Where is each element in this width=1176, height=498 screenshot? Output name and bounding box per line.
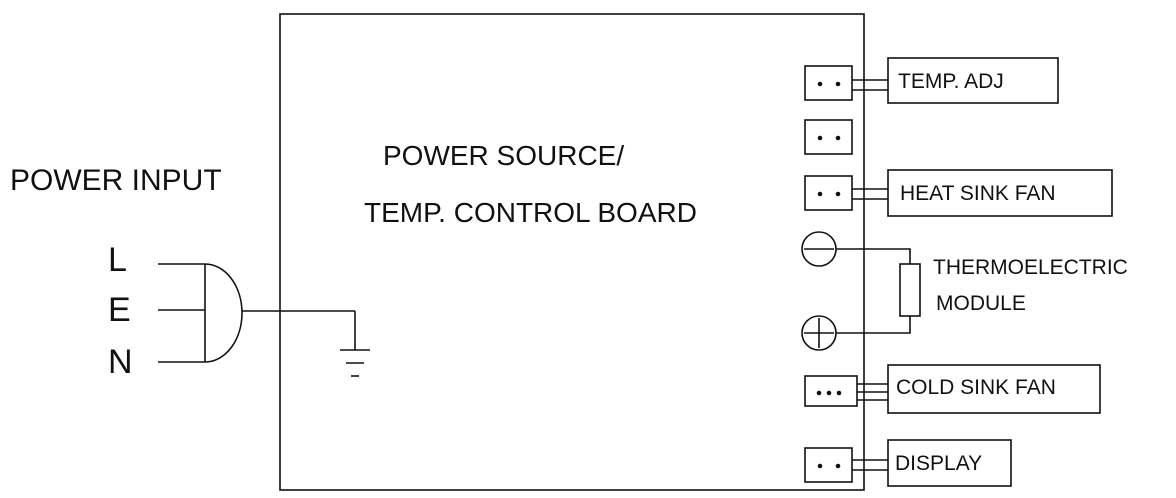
pin-l-label: L	[108, 241, 127, 279]
connector-temp-adj	[804, 57, 1059, 104]
power-plug	[158, 263, 356, 363]
thermoelectric-module	[801, 231, 921, 351]
thermoelectric-label-line1: THERMOELECTRIC	[933, 256, 1128, 279]
cold-sink-fan-label: COLD SINK FAN	[896, 376, 1056, 399]
resistor-icon	[899, 263, 921, 317]
pin-e-label: E	[108, 291, 131, 329]
connector-cold-sink-fan	[804, 364, 1101, 414]
ground-icon	[340, 349, 370, 377]
connector-display	[804, 439, 1012, 487]
thermoelectric-label-line2: MODULE	[936, 292, 1026, 315]
board-title-line1: POWER SOURCE/	[383, 140, 625, 171]
connector-heat-sink-fan	[804, 169, 1113, 217]
connector-unlabeled	[804, 119, 853, 155]
temp-adj-label: TEMP. ADJ	[898, 70, 1004, 93]
power-input-label: POWER INPUT	[10, 164, 222, 197]
display-label: DISPLAY	[895, 452, 983, 475]
control-board	[279, 13, 865, 491]
board-title-line2: TEMP. CONTROL BOARD	[364, 197, 697, 228]
heat-sink-fan-label: HEAT SINK FAN	[900, 182, 1056, 205]
pin-n-label: N	[108, 343, 133, 381]
